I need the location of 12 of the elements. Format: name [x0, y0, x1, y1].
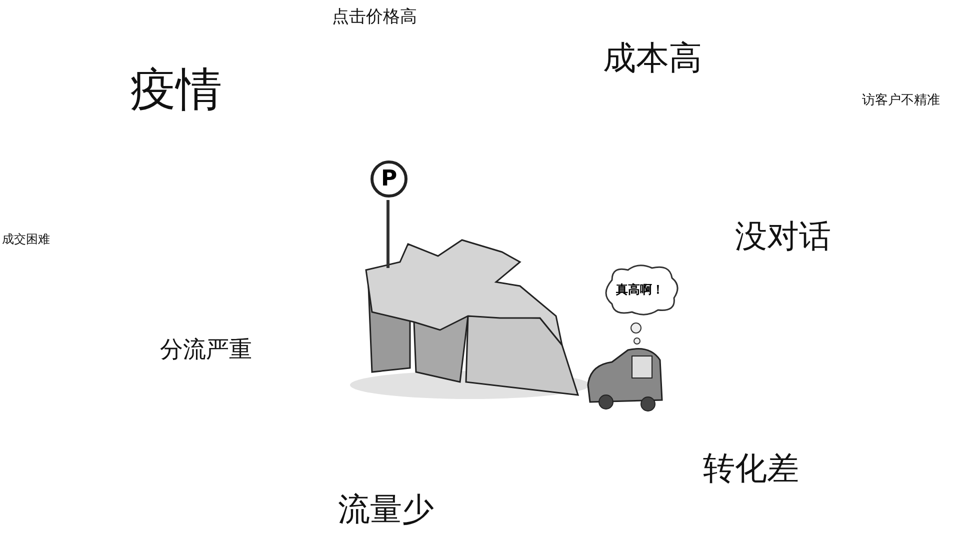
keyword-text: 成本高: [603, 41, 702, 74]
parking-sign: [370, 160, 408, 198]
sign-letter: P: [380, 166, 398, 192]
bubble-text: 真高啊！: [615, 282, 665, 298]
keyword-text: 流量少: [338, 493, 434, 525]
keyword-text: 分流严重: [160, 339, 252, 362]
keyword-text: 没对话: [735, 220, 831, 252]
keyword-text: 成交困难: [2, 233, 50, 245]
keyword-text: 转化差: [703, 452, 799, 484]
keyword-text: 疫情: [130, 66, 222, 112]
keyword-text: 访客户不精准: [862, 94, 940, 107]
keyword-text: 点击价格高: [332, 9, 417, 26]
